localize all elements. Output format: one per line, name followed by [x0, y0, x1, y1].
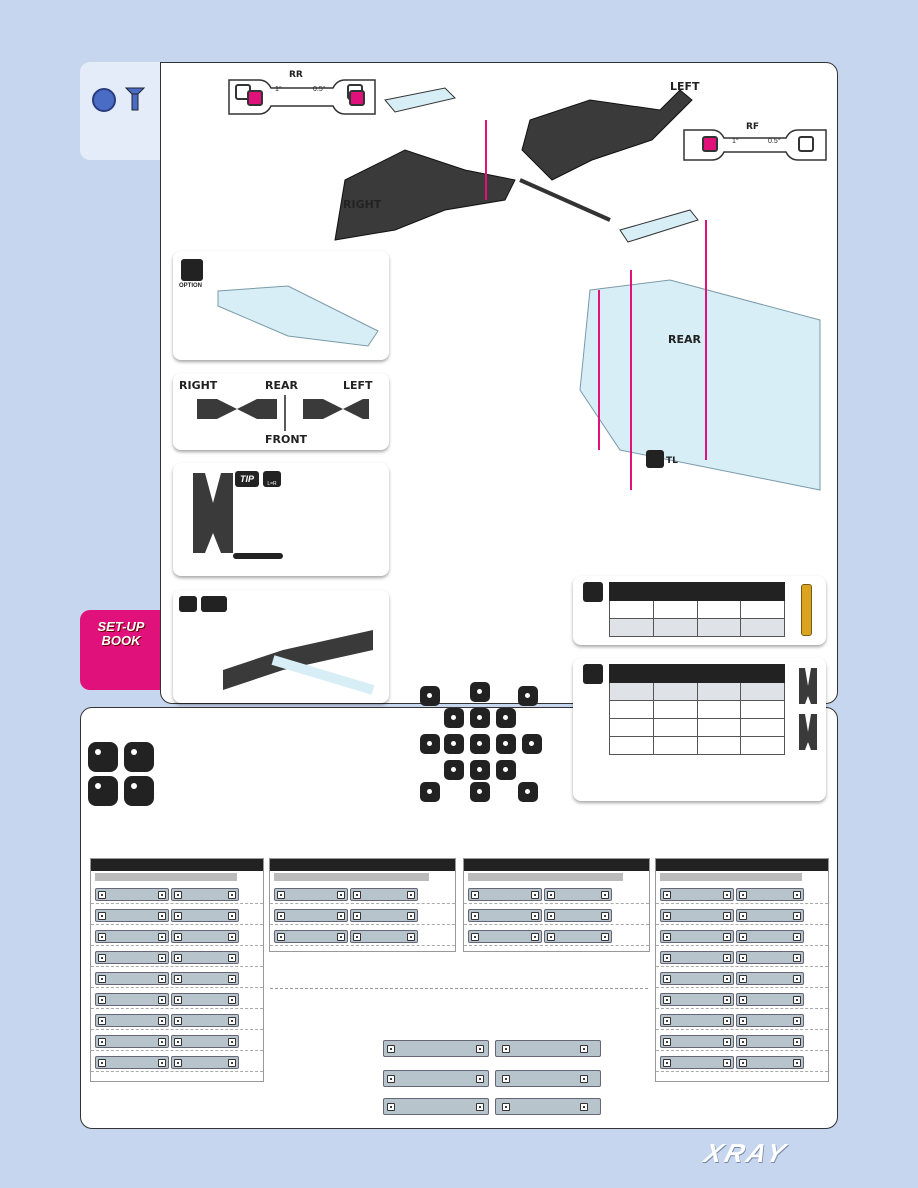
check-box: [173, 590, 389, 703]
setup-list-4: [655, 858, 829, 1082]
option-table-box-1: [573, 576, 826, 645]
hole-selected: [702, 136, 718, 152]
position-tile: [124, 742, 154, 772]
free-movement-drawing: [223, 630, 375, 695]
shim-1deg-label: 1°: [732, 138, 739, 145]
setup-book-label: SET-UP BOOK: [97, 619, 145, 648]
gold-holder-image: [801, 584, 812, 636]
tip-box: TIP L=R: [173, 463, 389, 576]
hardware-tab: [80, 62, 162, 160]
position-tile: [124, 776, 154, 806]
guide-line: [598, 290, 600, 450]
rr-holder-diagram: RR 1° 0.5°: [223, 70, 381, 116]
orient-left: LEFT: [343, 379, 373, 392]
hole-selected: [349, 90, 365, 106]
washer-icon: [92, 88, 116, 112]
option-chassis-box: OPTION: [173, 251, 389, 360]
label-tl: TL: [666, 456, 678, 466]
position-tile: [88, 742, 118, 772]
option-label: OPTION: [179, 283, 203, 289]
lr-badge: L=R: [263, 471, 281, 487]
label-right: RIGHT: [343, 198, 382, 211]
orientation-box: RIGHT REAR LEFT FRONT: [173, 373, 389, 450]
option-table-box-2: [573, 658, 826, 801]
position-tile: [88, 776, 118, 806]
exploded-view: [334, 87, 821, 491]
label-rear: REAR: [668, 333, 701, 346]
tip-badge: TIP: [235, 471, 259, 487]
rf-label: RF: [746, 122, 760, 132]
tool-icon: [646, 450, 664, 468]
rf-holder-outline: [683, 129, 827, 161]
screw-icon: [124, 86, 146, 112]
orient-front: FRONT: [265, 433, 308, 446]
thumbs-up-icon: [181, 259, 203, 281]
option-table-2: [609, 664, 785, 755]
setup-list-3: [463, 858, 650, 952]
rr-holder-outline: [228, 79, 376, 115]
shim-half-label: 0.5°: [768, 138, 781, 145]
guide-line: [485, 120, 487, 200]
holder-pieces: [383, 1040, 603, 1120]
rf-holder-diagram: RF 1° 0.5°: [680, 122, 830, 164]
thumbs-up-icon: [583, 664, 603, 684]
setup-list-1: [90, 858, 264, 1082]
arm-options-image: [799, 668, 817, 750]
guide-line: [705, 220, 707, 460]
shim-half-label: 0.5°: [313, 86, 326, 93]
zoom-icon: [179, 596, 197, 612]
arm-vertical-drawing: [193, 473, 283, 559]
label-left: LEFT: [670, 80, 700, 93]
orient-right: RIGHT: [179, 379, 218, 392]
orient-rear: REAR: [265, 379, 298, 392]
arm-pair-drawing: [197, 395, 369, 431]
thumbs-up-icon: [583, 582, 603, 602]
rr-label: RR: [289, 70, 303, 80]
xray-logo: XRAY: [701, 1138, 792, 1168]
shim-1deg-label: 1°: [275, 86, 282, 93]
guide-line: [630, 270, 632, 490]
setup-list-2: [269, 858, 456, 952]
hole: [798, 136, 814, 152]
option-table-1: [609, 582, 785, 637]
chassis-drawing: [217, 285, 379, 347]
setup-book-tab[interactable]: SET-UP BOOK: [80, 610, 162, 690]
wrench-icon: [201, 596, 227, 612]
hole-selected: [247, 90, 263, 106]
separator: [270, 988, 648, 989]
position-grid: [418, 682, 548, 804]
